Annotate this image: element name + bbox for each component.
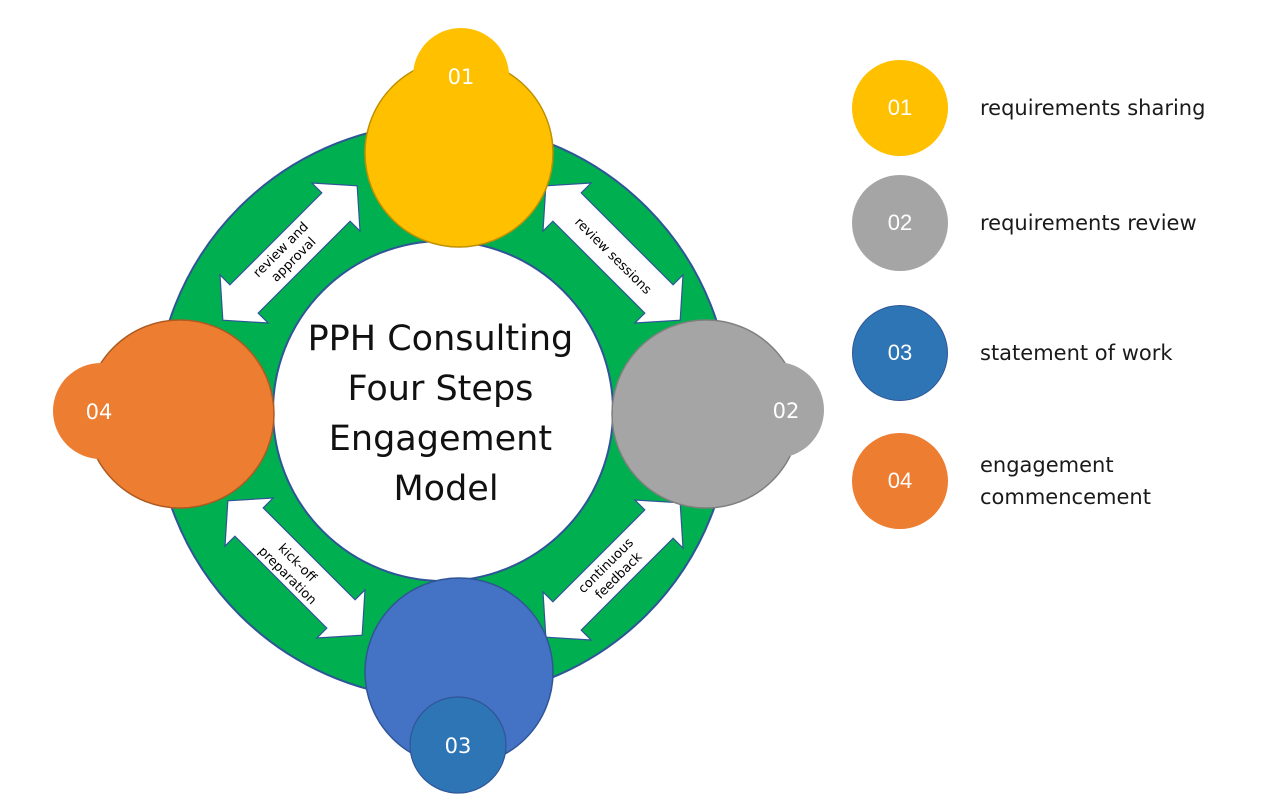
legend-item-01: 01 requirements sharing bbox=[852, 60, 1252, 156]
legend-item-04: 04 engagement commencement bbox=[852, 433, 1252, 529]
arrow-review-sessions bbox=[542, 182, 684, 324]
legend-badge-01: 01 bbox=[852, 60, 948, 156]
step-01-badge bbox=[413, 28, 509, 124]
step-01-number: 01 bbox=[448, 65, 475, 89]
legend-label-03: statement of work bbox=[980, 341, 1173, 365]
arrow-kickoff-preparation bbox=[224, 497, 366, 639]
legend-label-01: requirements sharing bbox=[980, 96, 1206, 120]
arrow-review-and-approval bbox=[219, 182, 361, 324]
step-04-badge bbox=[53, 363, 149, 459]
step-02-badge bbox=[728, 362, 824, 458]
legend-badge-03: 03 bbox=[852, 305, 948, 401]
center-circle bbox=[272, 240, 614, 582]
legend-label-04: engagement commencement bbox=[980, 453, 1151, 509]
step-04-number: 04 bbox=[86, 400, 113, 424]
legend-item-03: 03 statement of work bbox=[852, 305, 1252, 401]
center-title: PPH Consulting Four Steps Engagement Mod… bbox=[308, 319, 585, 509]
legend-item-02: 02 requirements review bbox=[852, 175, 1252, 271]
legend-badge-02: 02 bbox=[852, 175, 948, 271]
step-03-badge bbox=[409, 696, 507, 794]
step-02-number: 02 bbox=[773, 399, 800, 423]
legend-label-02: requirements review bbox=[980, 211, 1197, 235]
step-03-number: 03 bbox=[445, 734, 472, 758]
legend-badge-04: 04 bbox=[852, 433, 948, 529]
